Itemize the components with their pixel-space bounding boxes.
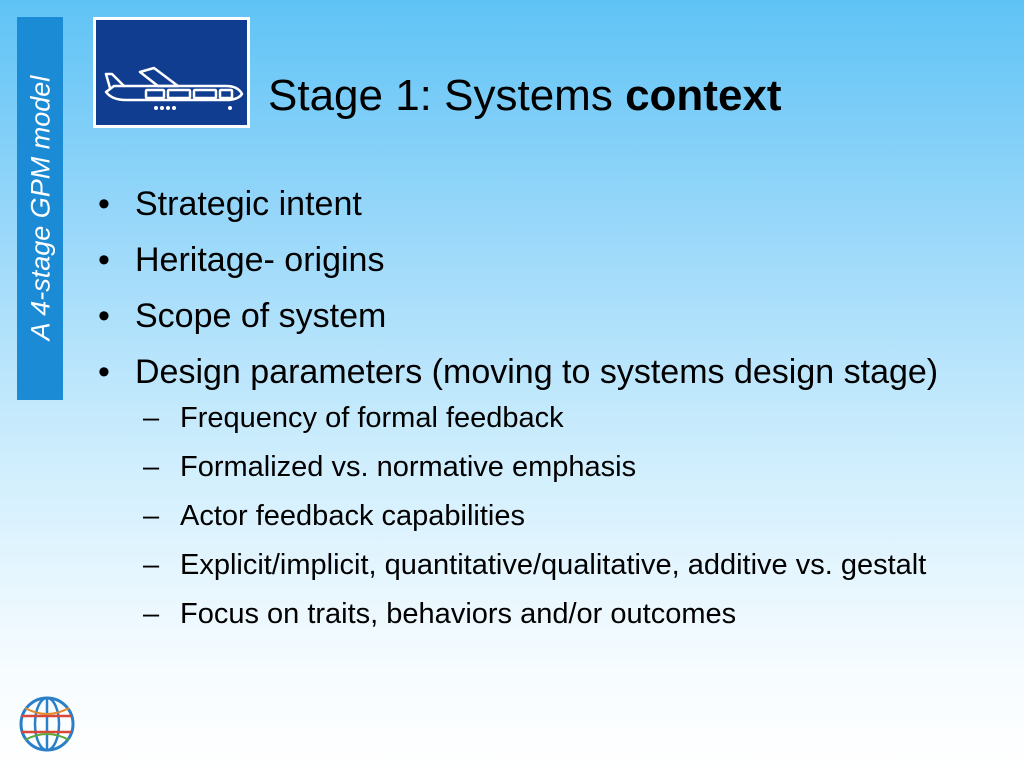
title-bold: context — [625, 71, 782, 120]
sub-bullet-item: – Frequency of formal feedback — [143, 400, 1000, 437]
title-regular: Stage 1: Systems — [268, 71, 626, 120]
sub-bullet-marker: – — [143, 500, 160, 532]
bullet-marker: • — [98, 353, 110, 391]
sub-bullet-item: – Formalized vs. normative emphasis — [143, 449, 1000, 486]
sub-bullet-marker: – — [143, 549, 160, 581]
bullet-text: Design parameters (moving to systems des… — [135, 353, 939, 391]
sub-bullet-text: Actor feedback capabilities — [180, 500, 525, 532]
bullet-item: • Scope of system — [98, 294, 998, 338]
sub-bullet-item: – Actor feedback capabilities — [143, 498, 1000, 535]
bullet-item: • Design parameters (moving to systems d… — [98, 350, 998, 394]
slide-title: Stage 1: Systems context — [268, 70, 782, 122]
globe-icon — [17, 694, 77, 754]
sub-bullet-text: Frequency of formal feedback — [180, 402, 564, 434]
bullet-text: Scope of system — [135, 297, 387, 335]
sub-bullet-marker: – — [143, 598, 160, 630]
bullet-marker: • — [98, 297, 110, 335]
bullet-item: • Strategic intent — [98, 182, 998, 226]
bullet-text: Heritage- origins — [135, 241, 385, 279]
sub-bullet-text: Focus on traits, behaviors and/or outcom… — [180, 598, 737, 630]
sub-bullet-item: – Explicit/implicit, quantitative/qualit… — [143, 547, 1000, 584]
bullet-marker: • — [98, 185, 110, 223]
sub-bullet-text: Explicit/implicit, quantitative/qualitat… — [180, 549, 927, 581]
airplane-logo-icon — [96, 20, 247, 125]
sub-bullet-marker: – — [143, 402, 160, 434]
sub-bullet-item: – Focus on traits, behaviors and/or outc… — [143, 596, 1000, 633]
bullet-text: Strategic intent — [135, 185, 362, 223]
side-banner-text: A 4-stage GPM model — [25, 75, 56, 341]
side-banner: A 4-stage GPM model — [17, 17, 63, 400]
bullet-item: • Heritage- origins — [98, 238, 998, 282]
logo-box — [93, 17, 250, 128]
sub-bullet-text: Formalized vs. normative emphasis — [180, 451, 637, 483]
sub-bullet-marker: – — [143, 451, 160, 483]
bullet-list: • Strategic intent • Heritage- origins •… — [98, 182, 998, 645]
bullet-marker: • — [98, 241, 110, 279]
